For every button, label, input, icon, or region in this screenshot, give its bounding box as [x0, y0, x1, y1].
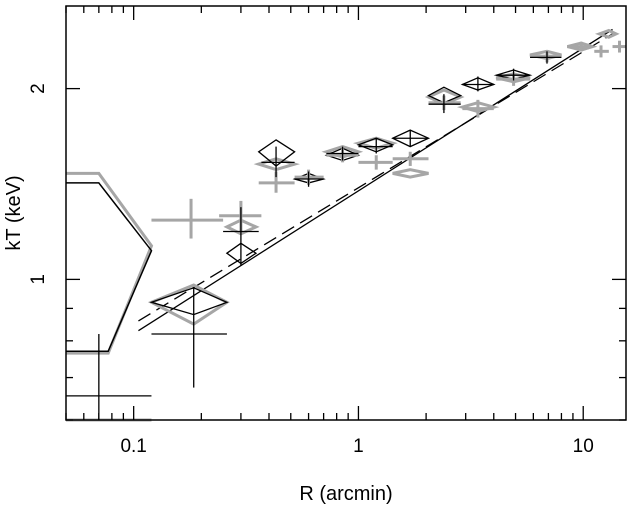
data-point: [66, 334, 152, 420]
data-point: [392, 130, 429, 147]
data-point: [567, 41, 593, 52]
fit-line-solid: [138, 28, 613, 332]
model-diamond: [392, 168, 429, 179]
fit-lines: [138, 28, 613, 332]
data-point: [428, 94, 461, 114]
axis-layer: 0.1 1 10 1 2: [28, 6, 626, 457]
data-point: [462, 99, 494, 118]
data-point: [594, 45, 609, 58]
inner-model-curve: [66, 182, 153, 353]
data-point: [326, 146, 359, 161]
model-diamond: [456, 101, 500, 114]
data-point: [530, 50, 562, 63]
data-point: [612, 40, 626, 53]
model-diamond: [594, 28, 620, 39]
data-point: [223, 207, 259, 266]
y-tick-label: 1: [28, 274, 49, 285]
data-point: [530, 51, 562, 64]
data-point: [496, 68, 531, 81]
y-axis-title: kT (keV): [3, 175, 25, 250]
model-diamond: [460, 77, 496, 91]
series-layer: [66, 40, 626, 422]
model-diamond: [225, 242, 258, 265]
plot-frame: [65, 5, 627, 421]
model-diamond: [356, 137, 395, 153]
inner-model-curve: [66, 171, 154, 355]
data-point: [392, 151, 429, 166]
x-tick-label: 0.1: [120, 436, 146, 457]
model-layer: [66, 28, 620, 355]
model-diamond: [149, 287, 229, 316]
data-point: [261, 146, 295, 178]
fit-line-dashed: [138, 33, 613, 322]
data-point: [151, 198, 224, 239]
model-diamond: [427, 86, 463, 104]
model-diamond: [257, 139, 296, 167]
data-point: [462, 76, 494, 92]
data-point: [151, 287, 227, 388]
x-tick-label: 10: [573, 436, 594, 457]
data-point: [294, 171, 324, 187]
x-axis-title: R (arcmin): [299, 483, 392, 505]
y-tick-label: 2: [28, 83, 49, 94]
x-tick-label: 1: [353, 436, 364, 457]
data-point: [358, 138, 393, 154]
model-diamond: [147, 283, 230, 326]
data-point: [358, 155, 393, 170]
